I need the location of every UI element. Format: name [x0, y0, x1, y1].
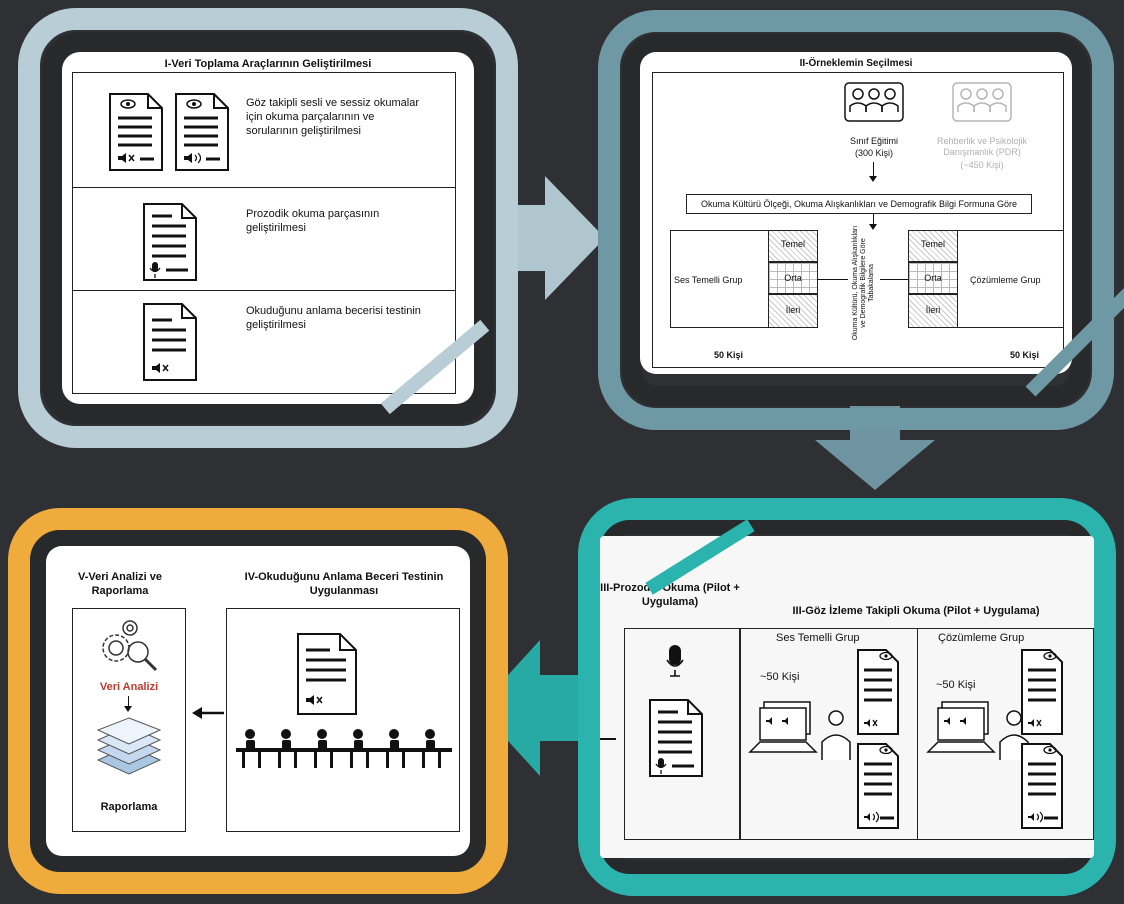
- left-count: 50 Kişi: [714, 350, 744, 360]
- step45-inner-frame: [30, 530, 486, 872]
- classroom-icon: [236, 729, 452, 768]
- group-a-label: Sınıf Eğitimi: [849, 136, 898, 146]
- step45-panel: V-Veri Analizi ve Raporlama Veri Analizi…: [46, 546, 470, 856]
- step3-right-count: ~50 Kişi: [936, 679, 976, 691]
- step1-title: I-Veri Toplama Araçlarının Geliştirilmes…: [164, 58, 372, 70]
- level-ileri-left: İleri: [768, 294, 818, 328]
- step1-inner-frame: [42, 32, 494, 424]
- step1-row1-text: Göz takipli sesli ve sessiz okumalar içi…: [246, 97, 420, 137]
- document-sound-icon: [175, 93, 229, 171]
- document-mute-icon: [297, 633, 357, 715]
- analysis-label: Veri Analizi: [99, 681, 159, 693]
- left-group-label: Ses Temelli Grup: [674, 275, 743, 285]
- step3-frame: [578, 498, 1116, 896]
- gear-analysis-icon: [102, 620, 158, 672]
- step3-right-group: Çözümleme Grup: [938, 632, 1025, 644]
- arrow-left-icon: [478, 640, 600, 776]
- level-orta-left: Orta: [768, 262, 818, 294]
- people-group-icon: [844, 82, 904, 122]
- layers-report-icon: [96, 717, 162, 775]
- step2-frame: [598, 10, 1114, 430]
- stratification-vertical-text: Okuma Kültürü, Okuma Alışkanlıkları ve D…: [852, 225, 875, 341]
- step1-table: [72, 72, 456, 394]
- step2-title: II-Örneklemin Seçilmesi: [799, 58, 913, 69]
- level-temel-left: Temel: [768, 230, 818, 262]
- step3-panel: III-Prozodik Okuma (Pilot + Uygulama) II…: [600, 536, 1094, 858]
- document-sound-icon: [857, 743, 899, 829]
- step3-left-group: Ses Temelli Grup: [776, 632, 860, 644]
- document-eye-icon: [1021, 649, 1063, 735]
- step1-panel: I-Veri Toplama Araçlarının Geliştirilmes…: [62, 52, 474, 404]
- arrow-right-icon: [505, 176, 605, 300]
- step1-row3-text: Okuduğunu anlama becerisi testinin geliş…: [246, 305, 421, 331]
- step2-inner-frame: [622, 34, 1090, 406]
- level-ileri-right: İleri: [908, 294, 958, 328]
- document-eye-icon: [857, 649, 899, 735]
- right-count: 50 Kişi: [1010, 350, 1040, 360]
- criteria-box: Okuma Kültürü Ölçeği, Okuma Alışkanlıkla…: [686, 194, 1032, 214]
- microphone-icon: [666, 645, 684, 677]
- document-mic-icon: [649, 699, 703, 777]
- step4-title: IV-Okuduğunu Anlama Beceri Testinin Uygu…: [244, 571, 444, 597]
- level-temel-right: Temel: [908, 230, 958, 262]
- step3-left-count: ~50 Kişi: [760, 671, 800, 683]
- computer-icon: [926, 701, 1029, 760]
- people-group-icon: [952, 82, 1012, 122]
- document-mute-icon: [143, 303, 197, 381]
- computer-icon: [748, 701, 851, 760]
- group-b-label: Rehberlik ve Psikolojik Danışmanlık (PDR…: [936, 136, 1028, 157]
- step45-frame: [8, 508, 508, 894]
- group-b-count: (~450 Kişi): [960, 160, 1004, 170]
- group-a-count: (300 Kişi): [854, 148, 893, 158]
- arrow-down-icon: [815, 390, 935, 490]
- step5-title: V-Veri Analizi ve Raporlama: [78, 571, 162, 597]
- document-sound-icon: [1021, 743, 1063, 829]
- document-mic-icon: [143, 203, 197, 281]
- right-group-label: Çözümleme Grup: [970, 275, 1041, 285]
- arrow-left-icon: [192, 707, 224, 719]
- report-label: Raporlama: [100, 801, 158, 813]
- prosody-title: III-Prozodik Okuma (Pilot + Uygulama): [600, 582, 740, 608]
- level-orta-right: Orta: [908, 262, 958, 294]
- step1-frame: [18, 8, 518, 448]
- document-mute-icon: [109, 93, 163, 171]
- step2-panel: II-Örneklemin Seçilmesi Sınıf Eğitimi (3…: [640, 52, 1072, 374]
- step1-row2-text: Prozodik okuma parçasının geliştirilmesi: [246, 208, 380, 234]
- eye-tracking-title: III-Göz İzleme Takipli Okuma (Pilot + Uy…: [792, 605, 1040, 617]
